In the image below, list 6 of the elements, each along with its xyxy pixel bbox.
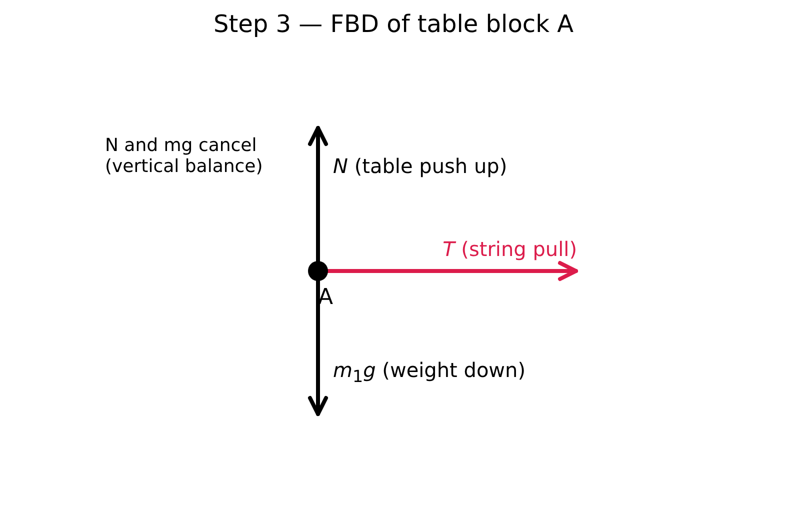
force-label: N (table push up) (333, 155, 508, 178)
point-dot (308, 261, 328, 281)
force-label: m$_{1}$g (weight down) (333, 359, 526, 386)
note-text: N and mg cancel (vertical balance) (105, 136, 264, 178)
force-label: T (string pull) (442, 238, 577, 261)
diagram-title: Step 3 — FBD of table block A (212, 10, 575, 38)
